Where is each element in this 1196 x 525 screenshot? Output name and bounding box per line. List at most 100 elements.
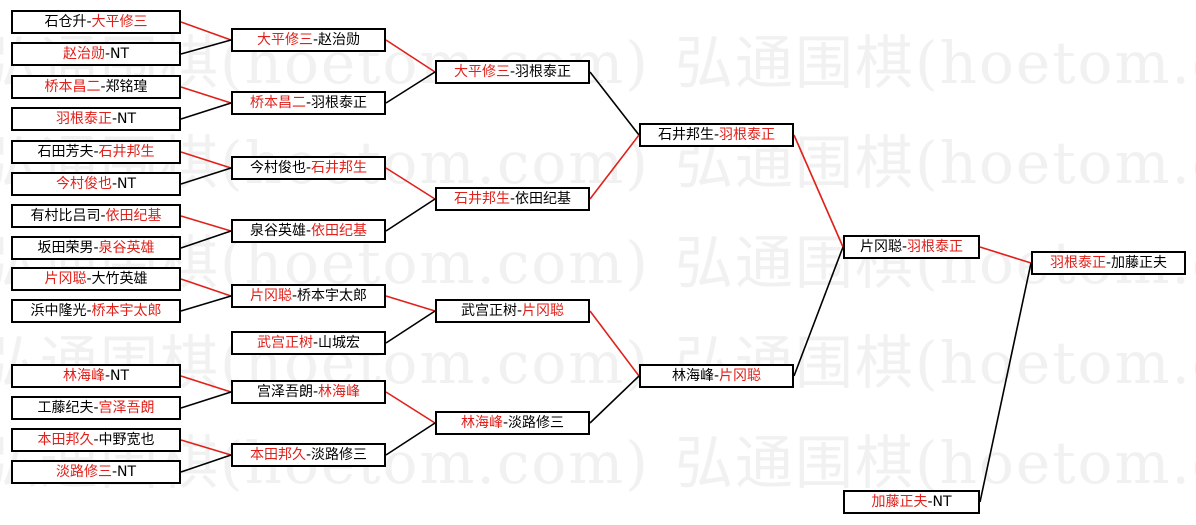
- match-box: 林海峰-片冈聪: [639, 364, 794, 388]
- player-2-name: NT: [117, 111, 137, 127]
- versus-separator: -: [502, 415, 509, 431]
- match-box: 羽根泰正-加藤正夫: [1031, 251, 1186, 275]
- bracket-connector: [180, 151, 232, 169]
- player-1-name: 有村比吕司: [30, 208, 101, 224]
- player-1-name: 武宫正树: [256, 335, 313, 351]
- player-2-name: 宫泽吾朗: [98, 400, 155, 416]
- bracket-connector: [979, 246, 1032, 264]
- bracket-connector: [180, 21, 232, 41]
- match-box: 桥本昌二-羽根泰正: [231, 91, 386, 115]
- player-1-name: 片冈聪: [249, 288, 292, 304]
- versus-separator: -: [111, 464, 118, 480]
- player-2-name: 羽根泰正: [719, 127, 776, 143]
- versus-separator: -: [1105, 255, 1112, 271]
- versus-separator: -: [305, 95, 312, 111]
- player-2-name: 淡路修三: [311, 447, 368, 463]
- player-1-name: 泉谷英雄: [249, 223, 306, 239]
- match-box: 坂田荣男-泉谷英雄: [11, 236, 181, 260]
- player-2-name: 羽根泰正: [311, 95, 368, 111]
- bracket-connector: [180, 439, 232, 456]
- bracket-connector: [385, 391, 436, 424]
- match-box: 今村俊也-NT: [11, 172, 181, 196]
- match-box: 石田芳夫-石井邦生: [11, 140, 181, 164]
- versus-separator: -: [104, 368, 111, 384]
- bracket-connector: [180, 39, 232, 55]
- versus-separator: -: [86, 271, 92, 287]
- versus-separator: -: [312, 335, 319, 351]
- player-1-name: 浜中隆光: [30, 303, 87, 319]
- bracket-connector: [180, 102, 232, 120]
- versus-separator: -: [111, 111, 118, 127]
- match-box: 今村俊也-石井邦生: [231, 156, 386, 180]
- player-2-name: 桥本宇太郎: [297, 288, 368, 304]
- bracket-connector: [385, 198, 436, 232]
- bracket-connector: [180, 215, 232, 232]
- player-1-name: 石井邦生: [657, 127, 714, 143]
- player-2-name: 片冈聪: [522, 303, 565, 319]
- match-box: 泉谷英雄-依田纪基: [231, 219, 386, 243]
- player-1-name: 大平修三: [256, 32, 313, 48]
- bracket-connector: [589, 71, 640, 136]
- match-box: 片冈聪-桥本宇太郎: [231, 284, 386, 308]
- versus-separator: -: [901, 239, 908, 255]
- player-1-name: 加藤正夫: [871, 494, 928, 510]
- player-2-name: 依田纪基: [105, 208, 162, 224]
- player-1-name: 大平修三: [453, 64, 510, 80]
- match-box: 片冈聪-羽根泰正: [843, 235, 980, 259]
- bracket-connector: [180, 278, 232, 297]
- versus-separator: -: [516, 303, 523, 319]
- match-box: 大平修三-羽根泰正: [435, 60, 590, 84]
- match-box: 有村比吕司-依田纪基: [11, 204, 181, 228]
- player-2-name: 郑铭瑝: [105, 79, 148, 95]
- player-2-name: 林海峰: [318, 384, 361, 400]
- bracket-connector: [385, 71, 436, 104]
- bracket-connector: [589, 375, 640, 424]
- versus-separator: -: [305, 223, 312, 239]
- player-2-name: 石井邦生: [98, 144, 155, 160]
- player-2-name: 依田纪基: [311, 223, 368, 239]
- versus-separator: -: [86, 14, 92, 30]
- match-box: 石井邦生-羽根泰正: [639, 123, 794, 147]
- player-2-name: 石井邦生: [311, 160, 368, 176]
- match-box: 桥本昌二-郑铭瑝: [11, 75, 181, 99]
- player-2-name: 片冈聪: [719, 368, 762, 384]
- match-box: 林海峰-淡路修三: [435, 411, 590, 435]
- player-1-name: 林海峰: [671, 368, 714, 384]
- versus-separator: -: [713, 127, 720, 143]
- player-2-name: NT: [117, 464, 137, 480]
- bracket-connector: [180, 454, 232, 473]
- player-2-name: 桥本宇太郎: [91, 303, 162, 319]
- player-2-name: 赵治勋: [318, 32, 361, 48]
- versus-separator: -: [312, 32, 319, 48]
- match-box: 武宫正树-片冈聪: [435, 299, 590, 323]
- match-box: 羽根泰正-NT: [11, 107, 181, 131]
- versus-separator: -: [305, 160, 312, 176]
- versus-separator: -: [93, 144, 99, 160]
- player-2-name: 大平修三: [91, 14, 148, 30]
- match-box: 本田邦久-淡路修三: [231, 443, 386, 467]
- player-1-name: 坂田荣男: [37, 240, 94, 256]
- bracket-connector: [180, 295, 232, 312]
- bracket-connector: [180, 86, 232, 104]
- player-1-name: 林海峰: [62, 368, 105, 384]
- versus-separator: -: [100, 79, 106, 95]
- bracket-connector: [793, 134, 844, 248]
- versus-separator: -: [291, 288, 298, 304]
- player-1-name: 武宫正树: [460, 303, 517, 319]
- bracket-connector: [589, 134, 640, 200]
- match-box: 赵治勋-NT: [11, 42, 181, 66]
- player-1-name: 林海峰: [460, 415, 503, 431]
- match-box: 武宫正树-山城宏: [231, 331, 386, 355]
- match-box: 本田邦久-中野宽也: [11, 428, 181, 452]
- player-1-name: 宫泽吾朗: [256, 384, 313, 400]
- bracket-connector: [180, 375, 232, 393]
- bracket-connector: [589, 310, 640, 377]
- bracket-connector: [385, 39, 436, 73]
- versus-separator: -: [509, 64, 516, 80]
- versus-separator: -: [111, 176, 118, 192]
- player-1-name: 片冈聪: [859, 239, 902, 255]
- match-box: 工藤纪夫-宫泽吾朗: [11, 396, 181, 420]
- versus-separator: -: [305, 447, 312, 463]
- match-box: 淡路修三-NT: [11, 460, 181, 484]
- player-1-name: 石田芳夫: [37, 144, 94, 160]
